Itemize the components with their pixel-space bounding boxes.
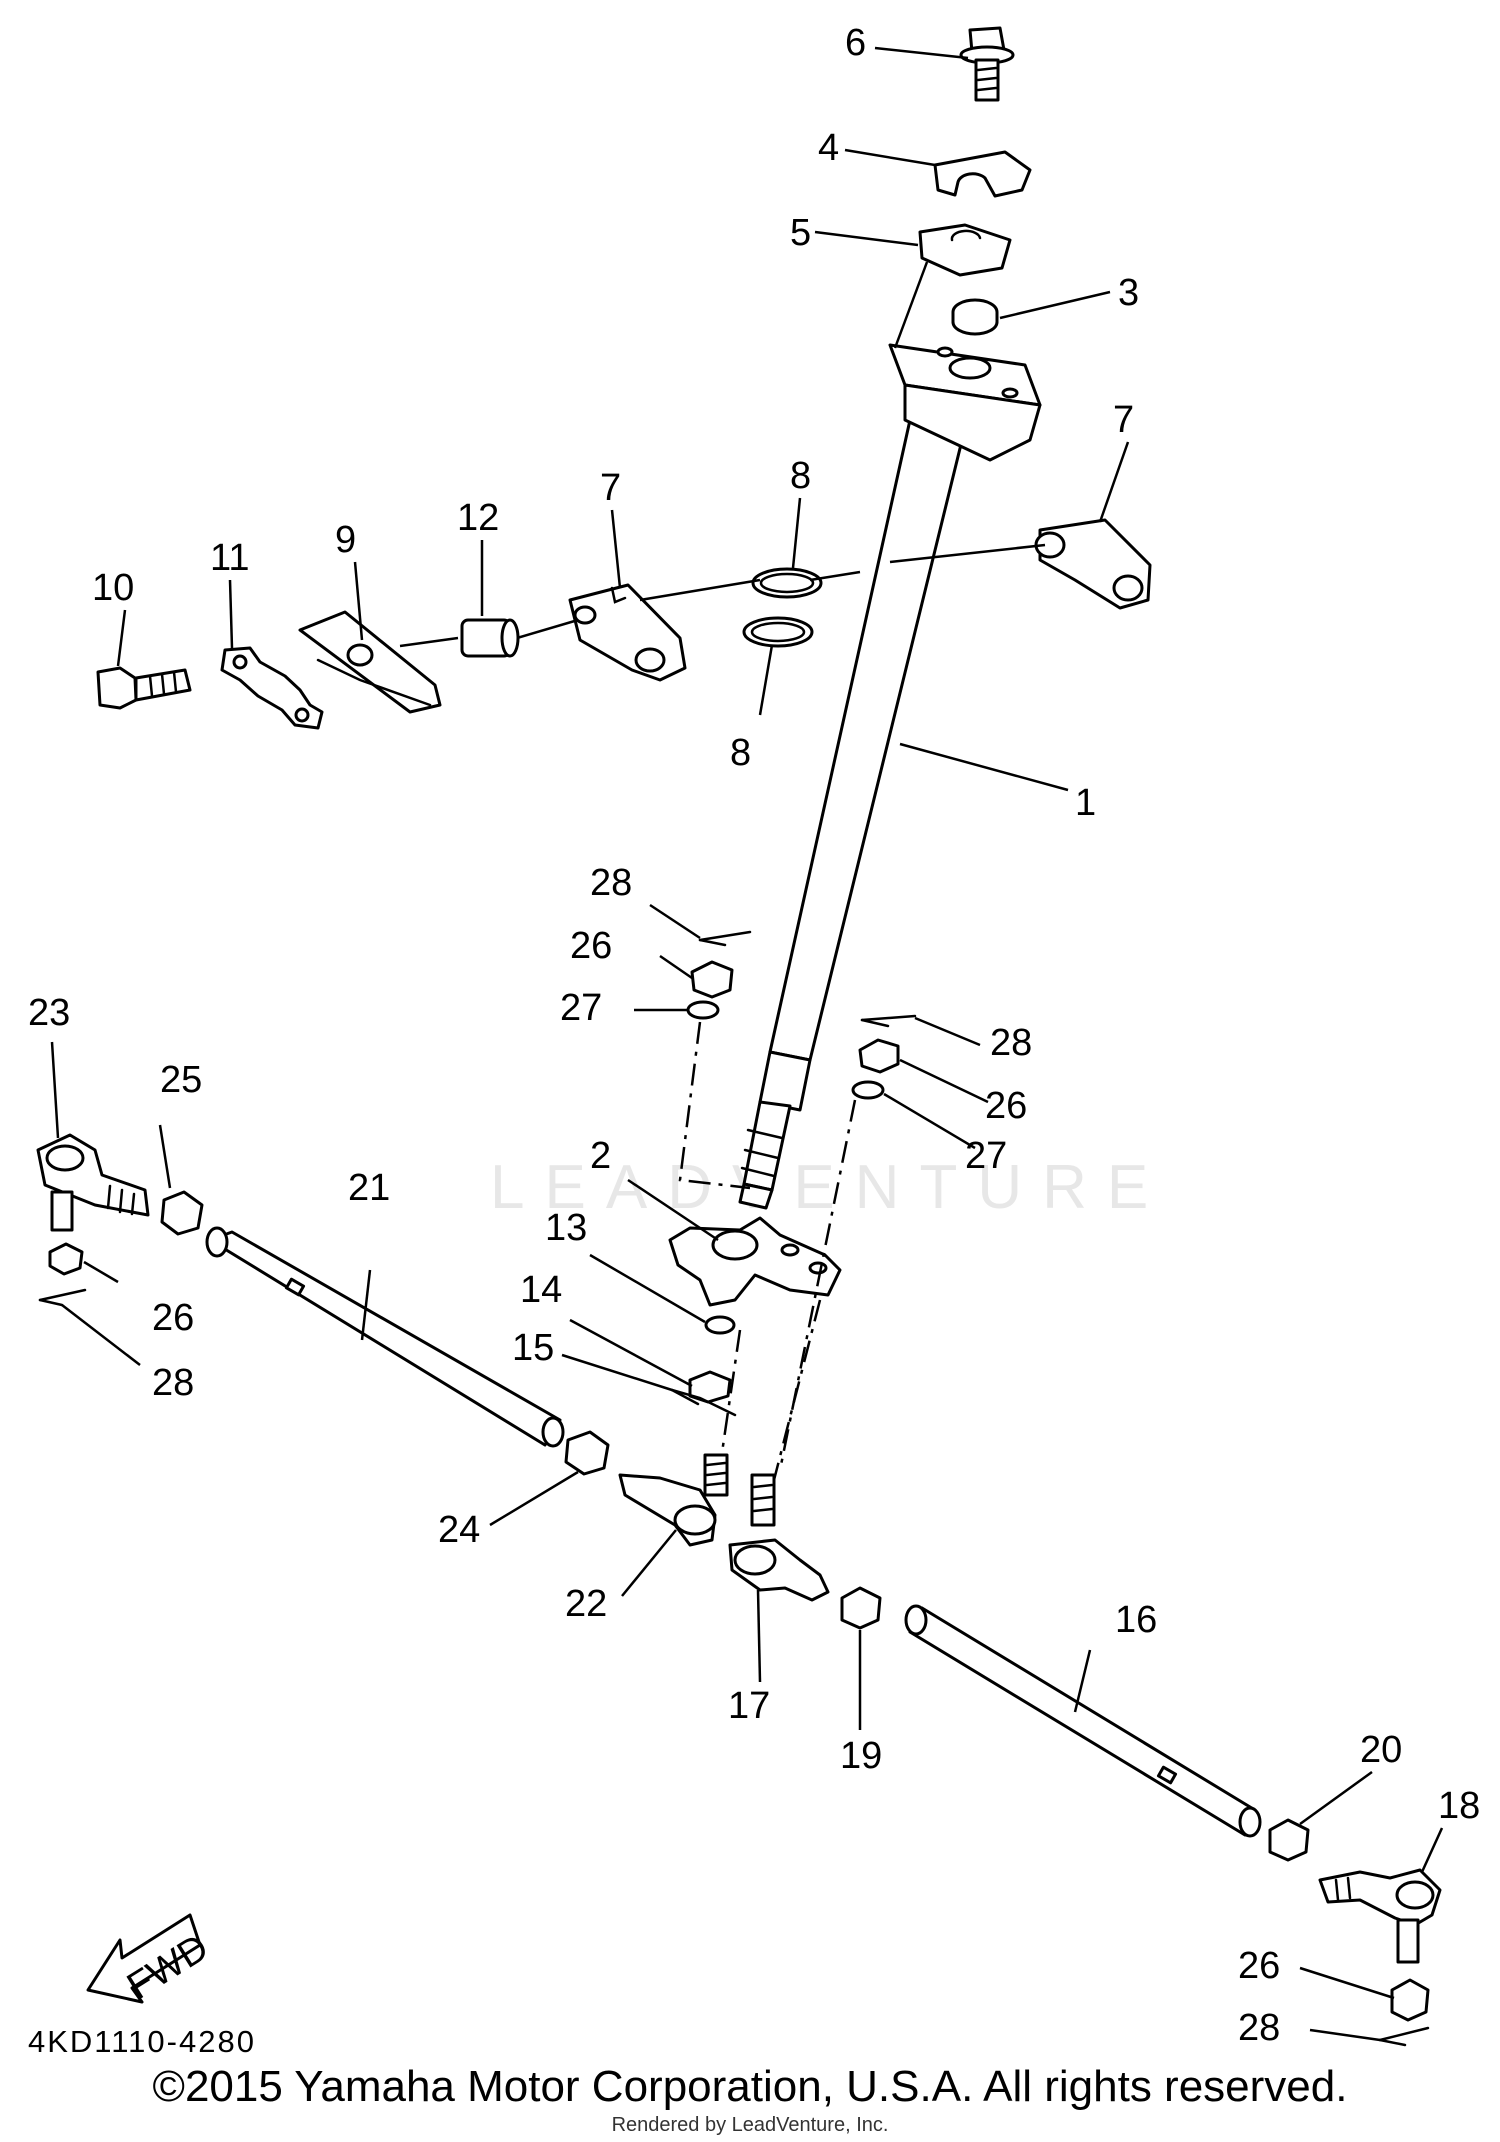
tie-rod-end-17-part [728,1473,830,1602]
cotter-28-b-part [860,1014,917,1028]
callout-23: 23 [28,992,70,1034]
callout-26-d: 26 [1238,1945,1280,1987]
nut-26-b-part [858,1038,900,1074]
bushing-lower-part [742,616,814,648]
callout-19: 19 [840,1735,882,1777]
callout-21: 21 [348,1167,390,1209]
callout-3: 3 [1118,272,1139,314]
locknut-19-part [840,1586,882,1630]
shaft-holder-left-part [568,583,687,682]
tie-rod-end-18-part [1318,1868,1442,1964]
callout-16: 16 [1115,1599,1157,1641]
bolt-left-part [96,666,192,710]
collar-part [460,618,520,658]
pitman-arm-part [668,1216,842,1307]
bushing-upper-part [751,567,823,599]
callout-28-d: 28 [1238,2007,1280,2049]
callout-4: 4 [818,127,839,169]
callout-28-c: 28 [152,1362,194,1404]
nut-26-c-part [48,1242,84,1276]
tie-rod-end-23-part [36,1133,150,1232]
locknut-24-part [564,1430,610,1476]
callout-6: 6 [845,22,866,64]
fwd-arrow-icon: FWD [86,1913,216,2008]
drawing-code: 4KD1110-4280 [28,2024,256,2059]
arm-part [298,610,442,714]
cotter-28-a-part [698,930,752,947]
callout-26-a: 26 [570,925,612,967]
callout-15: 15 [512,1327,554,1369]
callout-8-lower: 8 [730,732,751,774]
callout-20: 20 [1360,1729,1402,1771]
callout-27-a: 27 [560,987,602,1029]
callout-7-left: 7 [600,467,621,509]
callout-12: 12 [457,497,499,539]
callout-28-b: 28 [990,1022,1032,1064]
callout-13: 13 [545,1207,587,1249]
tie-rod-end-22-part [618,1453,729,1547]
callout-25: 25 [160,1059,202,1101]
cotter-15-part [670,1388,737,1417]
callout-17: 17 [728,1685,770,1727]
locknut-20-part [1268,1818,1310,1862]
callout-10: 10 [92,567,134,609]
bolt-top-part [959,26,1015,102]
cap-part [951,298,999,336]
callout-18: 18 [1438,1785,1480,1827]
lock-washer-part [220,646,324,730]
nut-26-d-part [1390,1978,1430,2022]
callout-27-b: 27 [965,1135,1007,1177]
callout-26-b: 26 [985,1085,1027,1127]
locknut-25-part [160,1190,204,1236]
callout-1: 1 [1075,782,1096,824]
nut-26-a-part [690,960,734,999]
callout-28-a: 28 [590,862,632,904]
rendered-by-notice: Rendered by LeadVenture, Inc. [611,2114,889,2136]
washer-27-a-part [686,1000,720,1020]
watermark-text: LEADVENTURE [490,1153,1168,1222]
callout-numbers: 6 4 5 3 7 8 7 12 9 11 10 8 1 28 26 27 28… [28,22,1480,2049]
shaft-holder-right-part [1034,518,1152,610]
callout-9: 9 [335,519,356,561]
callout-24: 24 [438,1509,480,1551]
callout-5: 5 [790,212,811,254]
cotter-28-c-part [38,1288,87,1307]
callout-22: 22 [565,1583,607,1625]
callout-11: 11 [210,537,249,579]
callout-7-right: 7 [1113,399,1134,441]
cotter-28-d-part [1378,2026,1430,2047]
copyright-notice: ©2015 Yamaha Motor Corporation, U.S.A. A… [152,2062,1348,2111]
leader-lines [50,46,1444,2042]
holder-lower-part [918,223,1012,277]
washer-27-b-part [851,1080,885,1100]
callout-8-upper: 8 [790,455,811,497]
callout-14: 14 [520,1269,562,1311]
shaft-top-plate-part [888,343,1042,462]
tie-rod-16-part [904,1604,1262,1838]
tie-rod-21-part [205,1226,565,1448]
callout-2: 2 [590,1135,611,1177]
callout-26-c: 26 [152,1297,194,1339]
washer-13-part [704,1315,736,1335]
holder-upper-part [933,150,1032,198]
steering-shaft-part [738,418,967,1210]
